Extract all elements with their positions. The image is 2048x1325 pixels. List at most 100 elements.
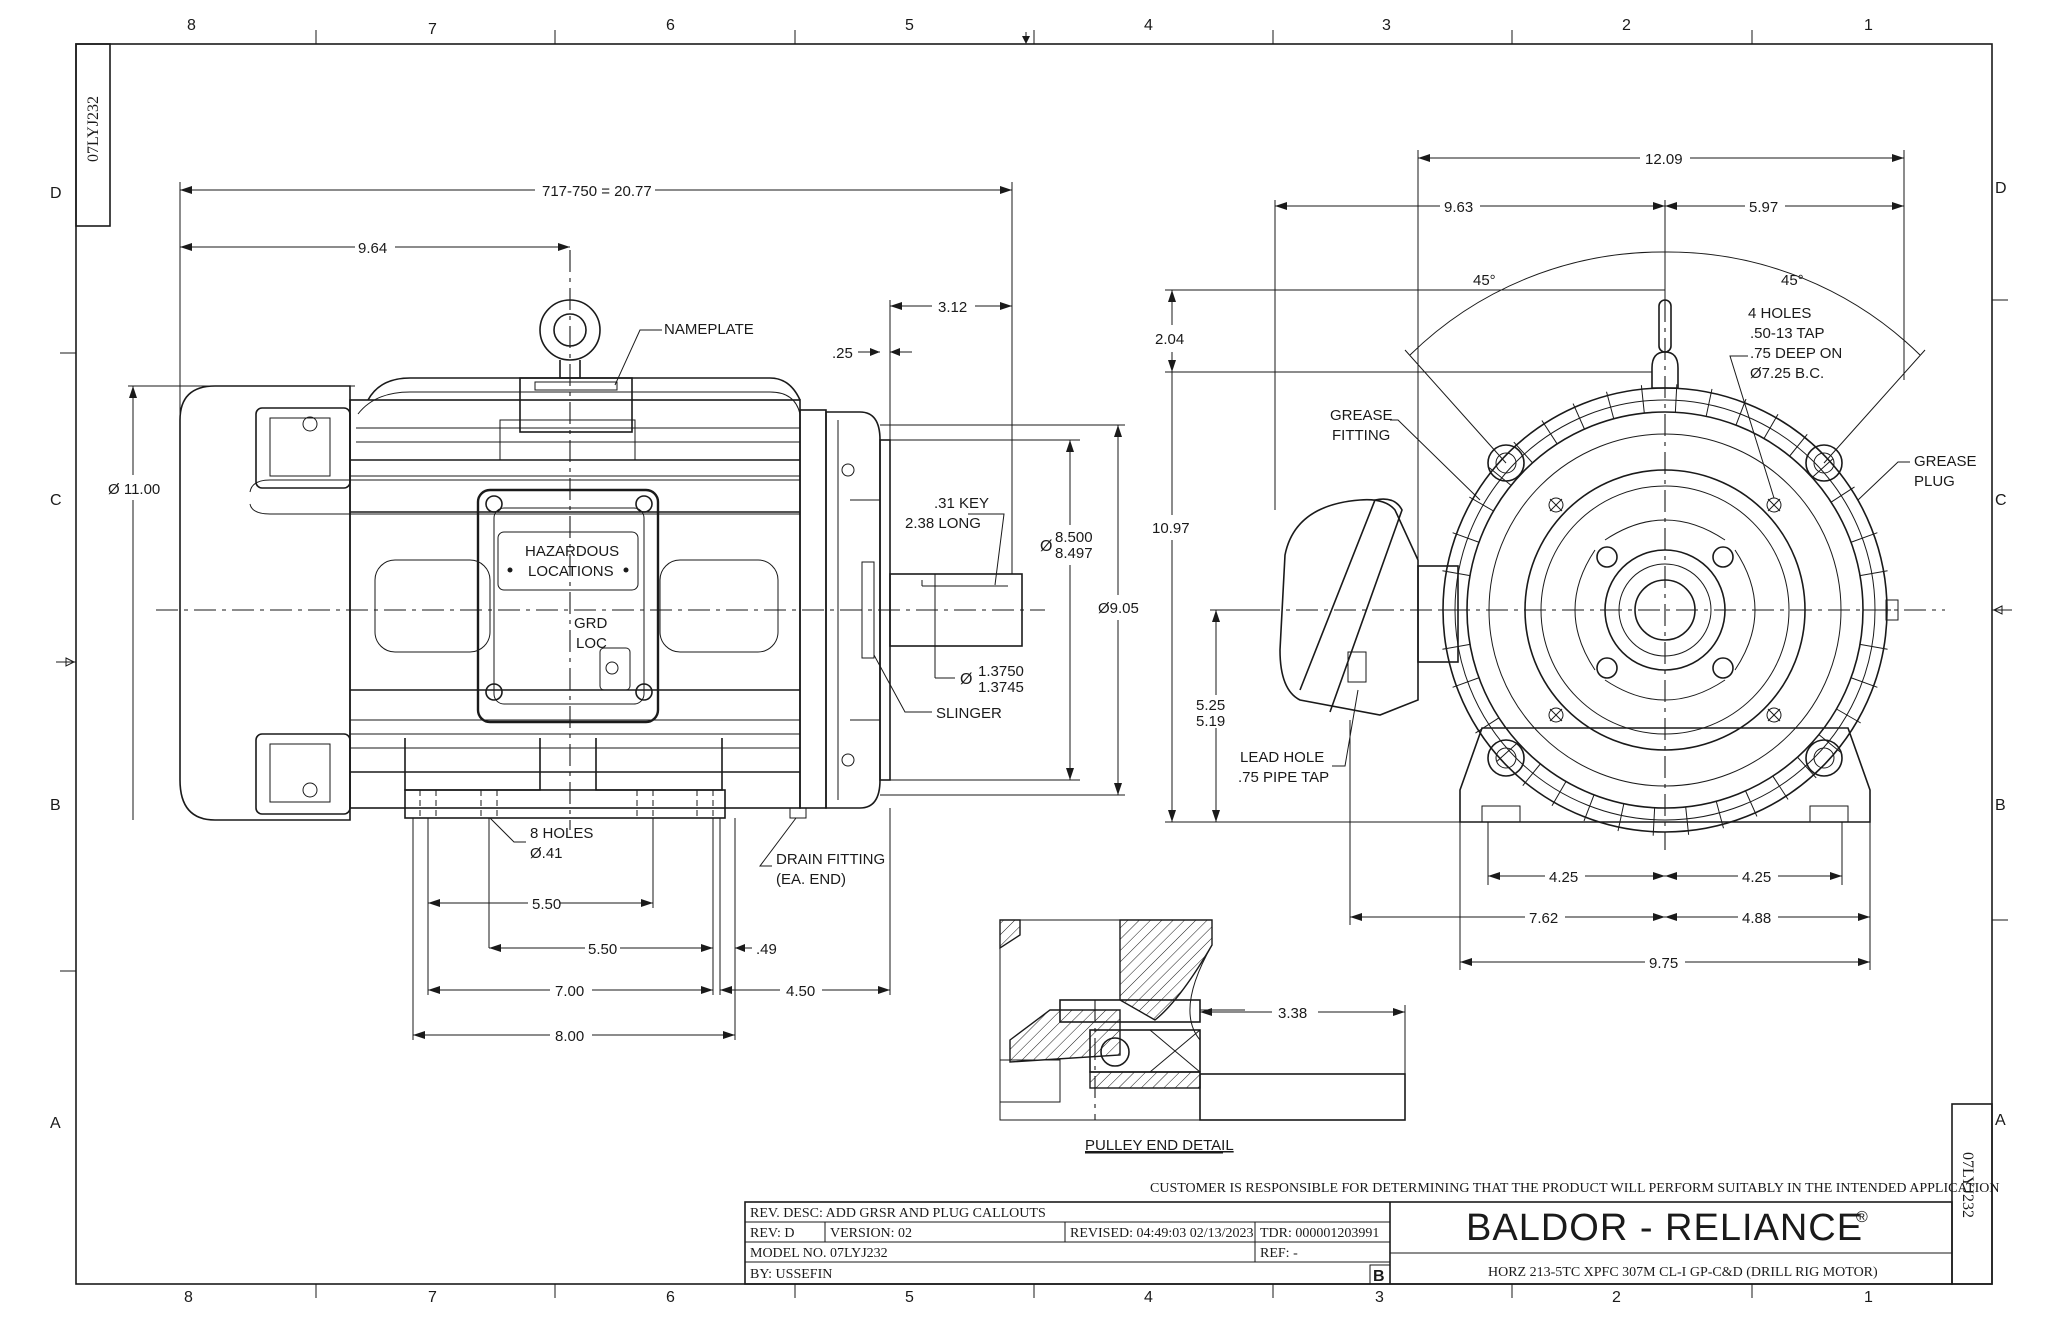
key-line-2: 2.38 LONG <box>905 515 981 532</box>
cooling-fin <box>1572 403 1585 430</box>
end-view <box>1220 299 1945 850</box>
size-letter: B <box>1373 1268 1385 1285</box>
tap-holes-line-2: .50-13 TAP <box>1750 325 1825 342</box>
cooling-fin <box>1685 806 1690 835</box>
dim-4-88: 4.88 <box>1742 910 1771 927</box>
hazardous-line-2: LOCATIONS <box>528 563 614 580</box>
dim-2-04: 2.04 <box>1155 331 1184 348</box>
tap-holes-line-3: .75 DEEP ON <box>1750 345 1842 362</box>
dim-dia-9-05: Ø9.05 <box>1098 600 1139 617</box>
dim-3-38: 3.38 <box>1278 1005 1307 1022</box>
zone-top-6: 6 <box>666 17 675 34</box>
cooling-fin <box>1797 756 1817 779</box>
shaft-dia-max: 1.3750 <box>978 663 1024 680</box>
cooling-fin <box>1513 441 1533 464</box>
pilot-dia-max: 8.500 <box>1055 529 1093 546</box>
zone-top-2: 2 <box>1622 17 1631 34</box>
corner-drawing-number: 07LYJ232 <box>85 96 102 162</box>
shaft-dia-prefix: Ø <box>960 671 972 688</box>
cooling-fin <box>1606 391 1615 419</box>
title-block: CUSTOMER IS RESPONSIBLE FOR DETERMINING … <box>744 1181 1999 1285</box>
side-view-dimensions: 717-750 = 20.77 9.64 Ø 11.00 NAMEPLATE H… <box>108 182 1139 1045</box>
revised-field: REVISED: 04:49:03 02/13/2023 <box>1070 1226 1254 1241</box>
zone-bottom-8: 8 <box>184 1289 193 1306</box>
disclaimer-text: CUSTOMER IS RESPONSIBLE FOR DETERMINING … <box>1150 1181 1999 1196</box>
side-view <box>156 250 1045 830</box>
cooling-fin <box>1442 570 1471 577</box>
detail-title: PULLEY END DETAIL <box>1085 1137 1234 1154</box>
zone-top-5: 5 <box>905 17 914 34</box>
motor-description: HORZ 213-5TC XPFC 307M CL-I GP-C&D (DRIL… <box>1488 1265 1878 1280</box>
dim-4-25-b: 4.25 <box>1742 869 1771 886</box>
dim-5-25: 5.25 <box>1196 697 1225 714</box>
zone-top-3: 3 <box>1382 17 1391 34</box>
end-view-dimensions: 12.09 9.63 5.97 45° 45° 2.04 10.97 5.25 … <box>1152 150 1977 972</box>
zone-bottom-5: 5 <box>905 1289 914 1306</box>
angle-left: 45° <box>1473 272 1496 289</box>
tap-holes-line-1: 4 HOLES <box>1748 305 1811 322</box>
cooling-fin <box>1763 414 1779 439</box>
row-left-d: D <box>50 185 62 202</box>
cooling-fin <box>1811 458 1834 478</box>
overall-length-dim: 717-750 = 20.77 <box>542 183 652 200</box>
dim-dia-11: Ø 11.00 <box>108 481 160 498</box>
zone-top-4: 4 <box>1144 17 1153 34</box>
dim-8-00: 8.00 <box>555 1028 584 1045</box>
zone-top-8: 8 <box>187 17 196 34</box>
ref-field: REF: - <box>1260 1246 1298 1261</box>
dim-4-25-a: 4.25 <box>1549 869 1578 886</box>
dim-9-75: 9.75 <box>1649 955 1678 972</box>
angle-right: 45° <box>1781 272 1804 289</box>
cooling-fin <box>1452 677 1480 688</box>
cooling-fin <box>1859 643 1888 650</box>
cooling-fin <box>1715 801 1724 829</box>
cooling-fin <box>1583 794 1595 822</box>
dim-10-97: 10.97 <box>1152 520 1190 537</box>
row-left-c: C <box>50 492 62 509</box>
cooling-fin <box>1551 781 1567 806</box>
cooling-fin <box>1772 775 1789 800</box>
dim-7-00: 7.00 <box>555 983 584 1000</box>
grd-loc-line-1: GRD <box>574 615 608 632</box>
dim-4-50: 4.50 <box>786 983 815 1000</box>
cooling-fin <box>1469 496 1494 512</box>
pulley-end-detail: 3.38 PULLEY END DETAIL <box>999 919 1406 1154</box>
cooling-fin <box>1442 643 1471 650</box>
dim-0-49: .49 <box>756 941 777 958</box>
slinger-label: SLINGER <box>936 705 1002 722</box>
row-right-a: A <box>1995 1112 2006 1129</box>
zone-bottom-1: 1 <box>1864 1289 1873 1306</box>
cooling-fin <box>1475 717 1500 734</box>
corner-drawing-number-right: 07LYJ232 <box>1959 1152 1976 1218</box>
grease-plug-line-1: GREASE <box>1914 453 1977 470</box>
nameplate-label: NAMEPLATE <box>664 321 754 338</box>
rev-desc: REV. DESC: ADD GRSR AND PLUG CALLOUTS <box>750 1206 1046 1221</box>
cooling-fin <box>1489 467 1512 486</box>
dim-5-50-a: 5.50 <box>532 896 561 913</box>
grease-fitting-line-1: GREASE <box>1330 407 1393 424</box>
dim-0-25: .25 <box>832 345 853 362</box>
zone-top-7: 7 <box>428 21 437 38</box>
row-right-d: D <box>1995 180 2007 197</box>
cooling-fin <box>1522 763 1541 786</box>
dim-7-62: 7.62 <box>1529 910 1558 927</box>
cooling-fin <box>1859 570 1888 577</box>
grease-fitting-line-2: FITTING <box>1332 427 1390 444</box>
dim-5-97: 5.97 <box>1749 199 1778 216</box>
by-field: BY: USSEFIN <box>750 1267 832 1282</box>
zone-bottom-2: 2 <box>1612 1289 1621 1306</box>
cooling-fin <box>1789 434 1808 457</box>
grease-plug-line-2: PLUG <box>1914 473 1955 490</box>
dim-5-19: 5.19 <box>1196 713 1225 730</box>
version-field: VERSION: 02 <box>830 1226 912 1241</box>
hazardous-line-1: HAZARDOUS <box>525 543 619 560</box>
zone-bottom-7: 7 <box>428 1289 437 1306</box>
holes-line-2: Ø.41 <box>530 845 563 862</box>
cooling-fin <box>1705 388 1713 417</box>
row-right-b: B <box>1995 797 2006 814</box>
zone-bottom-3: 3 <box>1375 1289 1384 1306</box>
key-line-1: .31 KEY <box>934 495 989 512</box>
zone-bottom-6: 6 <box>666 1289 675 1306</box>
zone-bottom-4: 4 <box>1144 1289 1153 1306</box>
